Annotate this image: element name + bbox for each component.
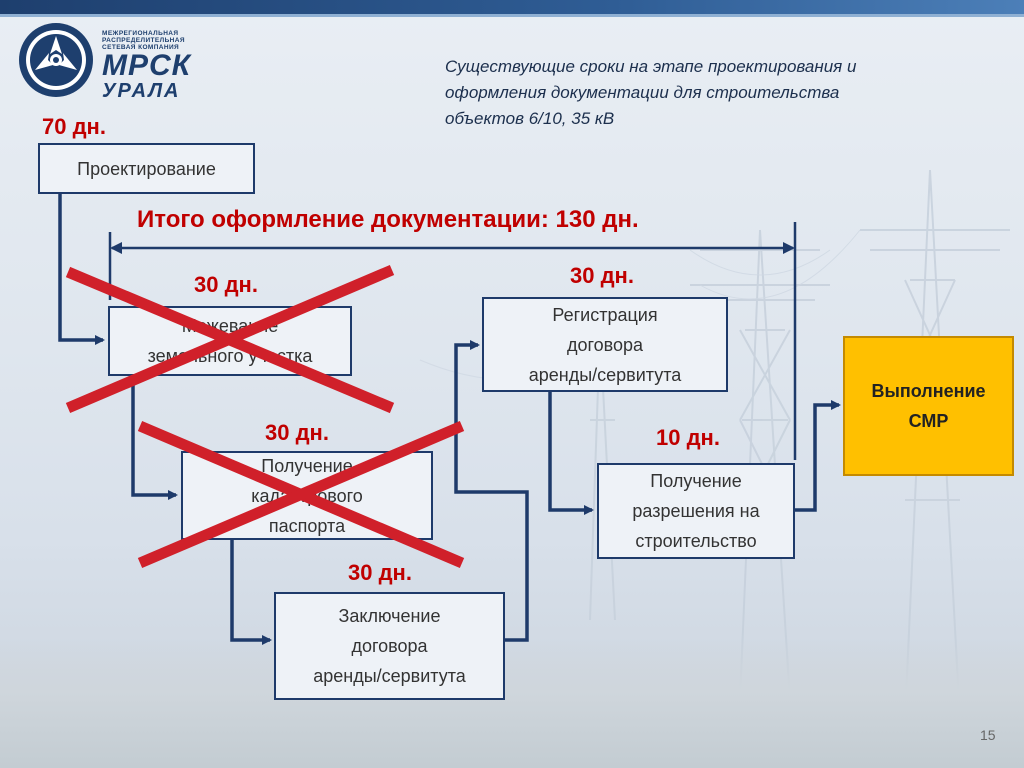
page-number: 15 xyxy=(980,727,996,743)
logo-emblem-icon xyxy=(19,23,93,97)
design-days: 70 дн. xyxy=(42,114,106,139)
lease-registration-days: 30 дн. xyxy=(570,263,634,288)
cadastral-cross-mark xyxy=(137,420,465,569)
step-design: Проектирование xyxy=(38,143,255,194)
logo-company-text: МЕЖРЕГИОНАЛЬНАЯ РАСПРЕДЕЛИТЕЛЬНАЯ СЕТЕВА… xyxy=(102,30,185,51)
step-construction: Выполнение СМР xyxy=(843,336,1014,476)
permit-days: 10 дн. xyxy=(656,425,720,450)
ground-background xyxy=(0,640,1024,768)
logo-region-text: УРАЛА xyxy=(102,80,181,102)
top-bar-accent xyxy=(0,14,1024,17)
company-logo: МЕЖРЕГИОНАЛЬНАЯ РАСПРЕДЕЛИТЕЛЬНАЯ СЕТЕВА… xyxy=(16,20,234,102)
cadastral-days: 30 дн. xyxy=(265,420,329,445)
total-duration: Итого оформление документации: 130 дн. xyxy=(137,206,639,233)
survey-days: 30 дн. xyxy=(194,272,258,297)
logo-brand-text: МРСК xyxy=(102,49,192,82)
step-permit: Получение разрешения на строительство xyxy=(597,463,795,559)
lease-contract-days: 30 дн. xyxy=(348,560,412,585)
step-lease-registration: Регистрация договора аренды/сервитута xyxy=(482,297,728,392)
slide-subtitle: Существующие сроки на этапе проектирован… xyxy=(445,57,857,128)
step-lease-contract: Заключение договора аренды/сервитута xyxy=(274,592,505,700)
top-bar xyxy=(0,0,1024,14)
survey-cross-mark xyxy=(65,264,395,414)
